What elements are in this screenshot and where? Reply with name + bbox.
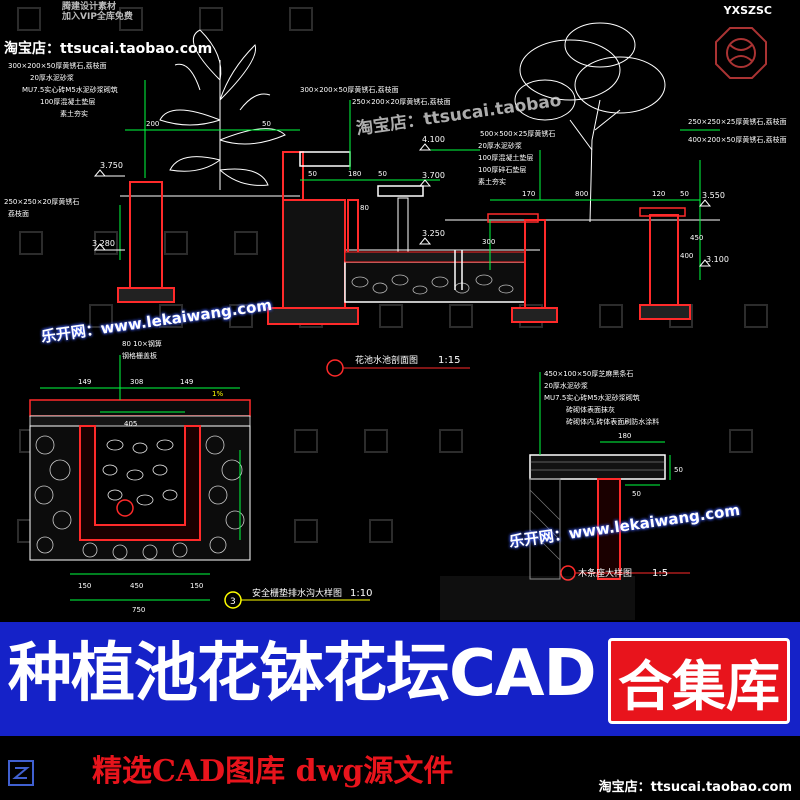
s2-caption: 安全栅垫排水沟大样图 xyxy=(252,587,342,599)
elev-4: 3.250 xyxy=(422,229,445,238)
s2-dim-inner: 405 xyxy=(124,420,137,428)
elev-3: 3.700 xyxy=(422,171,445,180)
code-badge: YXSZSC xyxy=(723,4,772,17)
taobao-watermark-bottom: 淘宝店：ttsucai.taobao.com xyxy=(598,780,792,795)
s3-note-2: MU7.5实心砖M5水泥砂浆砌筑 xyxy=(544,393,640,402)
s1-note-far-right-0: 250×250×25厚黄锈石,荔枝面 xyxy=(688,117,787,126)
s3-note-1: 20厚水泥砂浆 xyxy=(544,381,588,390)
s1-note-left2: 荔枝面 xyxy=(8,209,29,218)
elev-2: 4.100 xyxy=(422,135,445,144)
elev-1: 3.280 xyxy=(92,239,115,248)
dim-2: 50 xyxy=(308,170,317,178)
s1-note-1: 20厚水泥砂浆 xyxy=(30,73,74,82)
s1-note-right-0: 500×500×25厚黄锈石 xyxy=(480,129,555,138)
dim-3: 180 xyxy=(348,170,361,178)
s1-note-left: 250×250×20厚黄锈石 xyxy=(4,197,79,206)
s3-caption: 木条座大样图 xyxy=(578,567,632,579)
s1-note-mid-1: 250×200×20厚黄锈石,荔枝面 xyxy=(352,97,451,106)
dim-7: 120 xyxy=(652,190,665,198)
s2-dim-top-1: 308 xyxy=(130,378,143,386)
s3-dim-1: 50 xyxy=(674,466,683,474)
dim-12: 80 xyxy=(360,204,369,212)
section-planter-pool xyxy=(93,22,720,377)
s3-note-0: 450×100×50厚芝麻黑条石 xyxy=(544,369,633,378)
s1-note-0: 300×200×50厚黄锈石,荔枝面 xyxy=(8,61,107,70)
dim-0: 200 xyxy=(146,120,159,128)
dim-4: 50 xyxy=(378,170,387,178)
elevation-markers xyxy=(93,143,712,267)
s1-note-right-1: 20厚水泥砂浆 xyxy=(478,141,522,150)
s1-note-4: 素土夯实 xyxy=(60,109,88,118)
s2-dim-bottom-2: 150 xyxy=(190,582,203,590)
s2-note-top2: 钢格栅盖板 xyxy=(122,351,157,360)
stamp-text: 腾建设计素材 加入VIP全库免费 xyxy=(62,2,133,22)
dim-6: 800 xyxy=(575,190,588,198)
s1-note-right-3: 100厚碎石垫层 xyxy=(478,165,526,174)
octagon-logo-icon xyxy=(715,27,767,79)
s2-dim-top-0: 149 xyxy=(78,378,91,386)
s1-note-3: 100厚混凝土垫层 xyxy=(40,97,95,106)
s2-total: 750 xyxy=(132,606,145,614)
elev-6: 3.100 xyxy=(706,255,729,264)
s3-dim-2: 50 xyxy=(632,490,641,498)
s2-note-top: 80 10×钢箅 xyxy=(122,339,162,348)
cad-drawing: 300×200×50厚黄锈石,荔枝面 20厚水泥砂浆 MU7.5实心砖M5水泥砂… xyxy=(4,7,787,620)
dim-11: 300 xyxy=(482,238,495,246)
bottom-logo-icon xyxy=(8,760,34,786)
section-bench-detail xyxy=(440,372,690,620)
s1-note-far-right-1: 400×200×50厚黄锈石,荔枝面 xyxy=(688,135,787,144)
dim-9: 400 xyxy=(680,252,693,260)
stamp-watermark: 腾建设计素材 加入VIP全库免费 xyxy=(62,2,133,22)
s2-dim-top-2: 149 xyxy=(180,378,193,386)
main-title: 种植池花钵花坛CAD xyxy=(8,637,597,711)
dim-5: 170 xyxy=(522,190,535,198)
tree-icon xyxy=(514,22,666,223)
s1-note-mid-0: 300×200×50厚黄锈石,荔枝面 xyxy=(300,85,399,94)
s2-dim-bottom-0: 150 xyxy=(78,582,91,590)
dim-1: 50 xyxy=(262,120,271,128)
s3-dim-0: 180 xyxy=(618,432,631,440)
elev-5: 3.550 xyxy=(702,191,725,200)
s3-scale: 1:5 xyxy=(652,568,668,579)
s2-number: 3 xyxy=(230,597,236,607)
collection-badge: 合集库 xyxy=(608,638,790,724)
s2-scale: 1:10 xyxy=(350,588,372,599)
taobao-watermark-top: 淘宝店：ttsucai.taobao.com xyxy=(4,41,213,57)
s1-note-right-2: 100厚混凝土垫层 xyxy=(478,153,533,162)
s1-note-right-4: 素土夯实 xyxy=(478,177,506,186)
s1-caption: 花池水池剖面图 xyxy=(355,354,418,366)
s1-note-2: MU7.5实心砖M5水泥砂浆砌筑 xyxy=(22,85,118,94)
s2-slope: 1% xyxy=(212,390,223,398)
s1-scale: 1:15 xyxy=(438,355,460,366)
s3-note-4: 砖砌体内,砖体表面刷防水涂料 xyxy=(566,417,659,426)
subtitle: 精选CAD图库 dwg源文件 xyxy=(92,754,454,789)
dim-8: 50 xyxy=(680,190,689,198)
plant-icon xyxy=(159,29,286,190)
section-drain-trench xyxy=(29,355,370,609)
s3-note-3: 砖砌体表面抹灰 xyxy=(566,405,615,414)
dim-10: 450 xyxy=(690,234,703,242)
s2-dim-bottom-1: 450 xyxy=(130,582,143,590)
elev-0: 3.750 xyxy=(100,161,123,170)
